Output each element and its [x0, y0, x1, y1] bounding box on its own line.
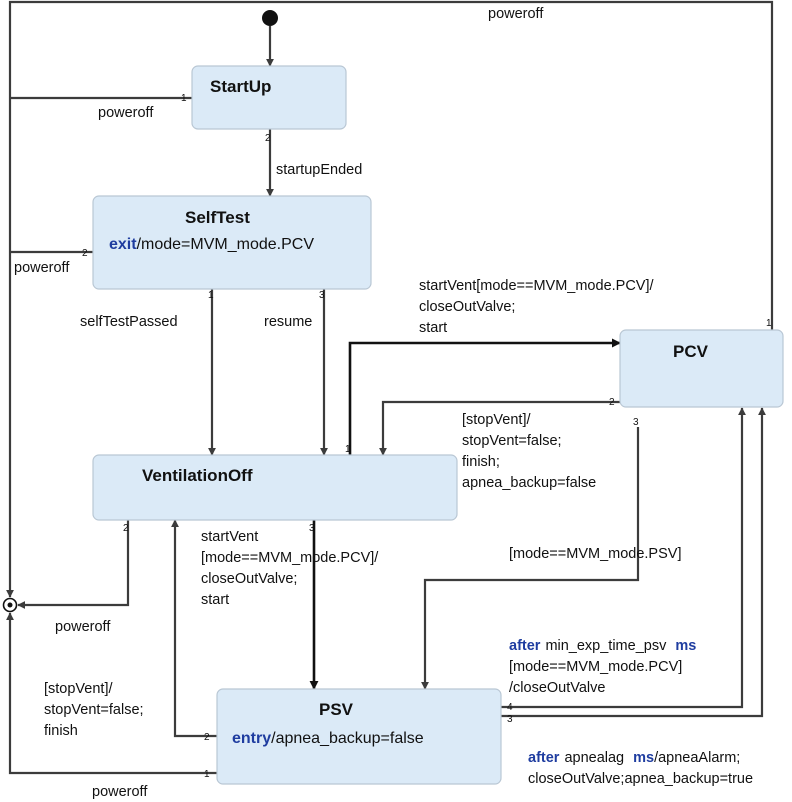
port-number: 2: [265, 133, 271, 144]
label-startup-ended: startupEnded: [276, 162, 362, 178]
port-number: 1: [204, 769, 210, 780]
label-line: [mode==MVM_mode.PCV]: [509, 659, 682, 675]
state-action: exit/mode=MVM_mode.PCV: [109, 236, 314, 253]
ventoff-poweroff-edge: [17, 520, 130, 609]
label-line: startVent[mode==MVM_mode.PCV]/: [419, 278, 654, 294]
after-minexp-edge: [501, 407, 746, 709]
label-line: [mode==MVM_mode.PCV]/: [201, 550, 379, 566]
label-pcv-to-psv: [mode==MVM_mode.PSV]: [509, 546, 681, 562]
label-line: start: [201, 592, 229, 608]
label-keyword: after: [509, 638, 541, 654]
label-keyword: ms: [633, 750, 654, 766]
state-name: SelfTest: [185, 208, 250, 227]
state-name: VentilationOff: [142, 466, 253, 485]
label-psv-poweroff: poweroff: [92, 784, 148, 800]
label-keyword: ms: [675, 638, 696, 654]
state-selftest: SelfTest exit/mode=MVM_mode.PCV: [92, 195, 372, 290]
port-number: 3: [633, 417, 639, 428]
port-number: 2: [609, 397, 615, 408]
action-text: /mode=MVM_mode.PCV: [137, 236, 315, 253]
label-line: closeOutValve;: [419, 299, 515, 315]
start-vent-pcv-edge: [348, 338, 621, 455]
final-state-icon: [2, 597, 18, 613]
label-selftest-passed: selfTestPassed: [80, 314, 178, 330]
state-pcv: PCV: [619, 329, 784, 408]
port-number: 1: [345, 444, 351, 455]
state-ventilationoff: VentilationOff: [92, 454, 458, 521]
pcv-poweroff-edge: [8, 0, 774, 330]
label-start-vent-psv: startVent [mode==MVM_mode.PCV]/ closeOut…: [201, 529, 379, 608]
port-number: 1: [208, 290, 214, 301]
label-line: apnea_backup=false: [462, 475, 596, 491]
label-resume: resume: [264, 314, 312, 330]
state-psv: PSV entry/apnea_backup=false: [216, 688, 502, 785]
pcv-to-psv-edge: [421, 427, 640, 690]
label-line: finish;: [462, 454, 500, 470]
label-line: [stopVent]/: [44, 681, 113, 697]
state-startup: StartUp: [191, 65, 347, 130]
action-text: /apnea_backup=false: [271, 730, 424, 747]
label-line: /closeOutValve: [509, 680, 605, 696]
psv-poweroff-edge: [6, 612, 217, 775]
label-keyword: after: [528, 750, 560, 766]
label-text: min_exp_time_psv: [545, 638, 667, 654]
port-number: 4: [507, 702, 513, 713]
action-keyword: entry: [232, 730, 271, 747]
port-number: 2: [123, 523, 129, 534]
label-line: closeOutValve;: [201, 571, 297, 587]
state-name: PSV: [319, 700, 354, 719]
label-line: stopVent=false;: [462, 433, 562, 449]
port-number: 2: [82, 248, 88, 259]
state-name: PCV: [673, 342, 709, 361]
action-keyword: exit: [109, 236, 137, 253]
label-start-vent-pcv: startVent[mode==MVM_mode.PCV]/ closeOutV…: [419, 278, 654, 336]
state-name: StartUp: [210, 77, 271, 96]
label-line: startVent: [201, 529, 258, 545]
after-apnea-edge: [501, 407, 766, 718]
label-selftest-poweroff: poweroff: [14, 260, 70, 276]
label-ventoff-poweroff: poweroff: [55, 619, 111, 635]
label-top-poweroff: poweroff: [488, 6, 544, 22]
label-stop-vent-psv: [stopVent]/ stopVent=false; finish: [44, 681, 144, 739]
stop-vent-psv-edge: [171, 519, 217, 738]
port-number: 3: [319, 290, 325, 301]
label-text: /apneaAlarm;: [654, 750, 740, 766]
stop-vent-pcv-edge: [379, 400, 620, 456]
label-line: finish: [44, 723, 78, 739]
label-line: start: [419, 320, 447, 336]
label-stop-vent-pcv: [stopVent]/ stopVent=false; finish; apne…: [462, 412, 596, 491]
port-number: 1: [181, 93, 187, 104]
label-line: closeOutValve;apnea_backup=true: [528, 771, 753, 787]
port-number: 2: [204, 732, 210, 743]
port-number: 1: [766, 318, 772, 329]
state-action: entry/apnea_backup=false: [232, 730, 424, 747]
initial-state-dot: [262, 10, 278, 26]
label-text: apnealag: [564, 750, 624, 766]
port-number: 3: [309, 523, 315, 534]
label-line: stopVent=false;: [44, 702, 144, 718]
port-number: 3: [507, 714, 513, 725]
label-startup-poweroff: poweroff: [98, 105, 154, 121]
label-line: [stopVent]/: [462, 412, 531, 428]
